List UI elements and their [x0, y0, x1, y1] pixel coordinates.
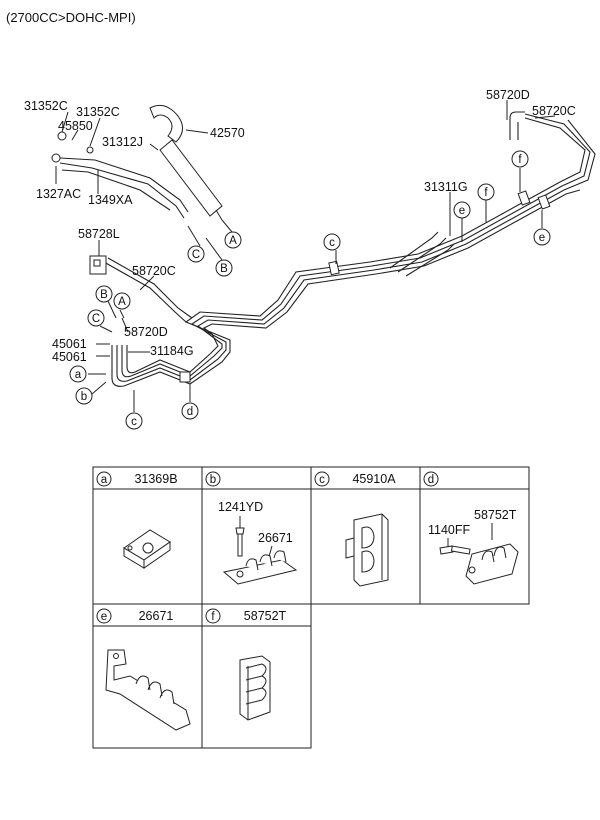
letter-c-clip-mid: c: [329, 237, 335, 249]
label-45061-b: 45061: [52, 350, 87, 364]
callout-labels: 31352C 45850 31352C 31312J 42570 1327AC …: [24, 88, 576, 364]
letter-f-clip-2: f: [518, 154, 522, 166]
cell-b-clip: 26671: [258, 531, 293, 545]
cell-a-key: a: [101, 474, 108, 486]
letter-c-left: C: [92, 313, 100, 325]
cell-b-bolt: 1241YD: [218, 500, 263, 514]
label-58720d-left: 58720D: [124, 325, 168, 339]
label-45061-a: 45061: [52, 337, 87, 351]
letter-a-clip: a: [75, 369, 82, 381]
parts-table: a 31369B b c 45910A d e 26671 f 58752T 1…: [92, 466, 530, 749]
leader-lines: [55, 100, 556, 412]
label-1349xa: 1349XA: [88, 193, 133, 207]
letter-b-clip: b: [81, 391, 87, 403]
part-45910a-illustration: [345, 513, 389, 587]
cell-e-key: e: [101, 611, 107, 623]
page-title: (2700CC>DOHC-MPI): [6, 10, 136, 25]
letter-b-upper: B: [220, 263, 228, 275]
cell-a-part: 31369B: [134, 472, 177, 486]
label-31311g: 31311G: [424, 180, 468, 194]
letter-c-clip-bottom: c: [131, 416, 137, 428]
label-31184g: 31184G: [150, 344, 194, 358]
cell-d-clip: 58752T: [474, 508, 517, 522]
cell-c-part: 45910A: [352, 472, 396, 486]
label-58728l: 58728L: [78, 227, 120, 241]
cell-d-key: d: [428, 474, 434, 486]
letter-f-clip-1: f: [484, 187, 488, 199]
label-45850: 45850: [58, 119, 93, 133]
label-58720c-top: 58720C: [532, 104, 576, 118]
circled-letters: A B C A B C a b c d c e e f f: [69, 150, 551, 430]
label-31352c-a: 31352C: [24, 99, 68, 113]
label-1327ac: 1327AC: [36, 187, 81, 201]
part-58752t-f-illustration: [239, 655, 271, 721]
cell-b-key: b: [210, 474, 216, 486]
fuel-pipes: [59, 104, 596, 387]
label-42570: 42570: [210, 126, 245, 140]
part-26671-b-illustration: [222, 527, 298, 585]
label-31312j: 31312J: [102, 135, 143, 149]
label-58720c-mid: 58720C: [132, 264, 176, 278]
label-31352c-b: 31352C: [76, 105, 120, 119]
harness-clips: [51, 131, 551, 383]
part-31369b-illustration: [123, 529, 171, 569]
cell-f-part: 58752T: [244, 609, 287, 623]
letter-b-left: B: [100, 289, 108, 301]
letter-a-upper: A: [229, 235, 237, 247]
part-58752t-d-illustration: [439, 543, 519, 585]
letter-d-clip: d: [187, 406, 193, 418]
letter-a-left: A: [118, 296, 126, 308]
part-26671-e-illustration: [105, 649, 191, 731]
letter-c-upper: C: [192, 249, 200, 261]
cell-f-key: f: [211, 611, 215, 623]
cell-e-part: 26671: [139, 609, 174, 623]
letter-e-clip-2: e: [539, 232, 545, 244]
label-58720d-top: 58720D: [486, 88, 530, 102]
cell-c-key: c: [319, 474, 325, 486]
letter-e-clip-1: e: [459, 205, 465, 217]
cell-d-bolt: 1140FF: [428, 523, 471, 537]
